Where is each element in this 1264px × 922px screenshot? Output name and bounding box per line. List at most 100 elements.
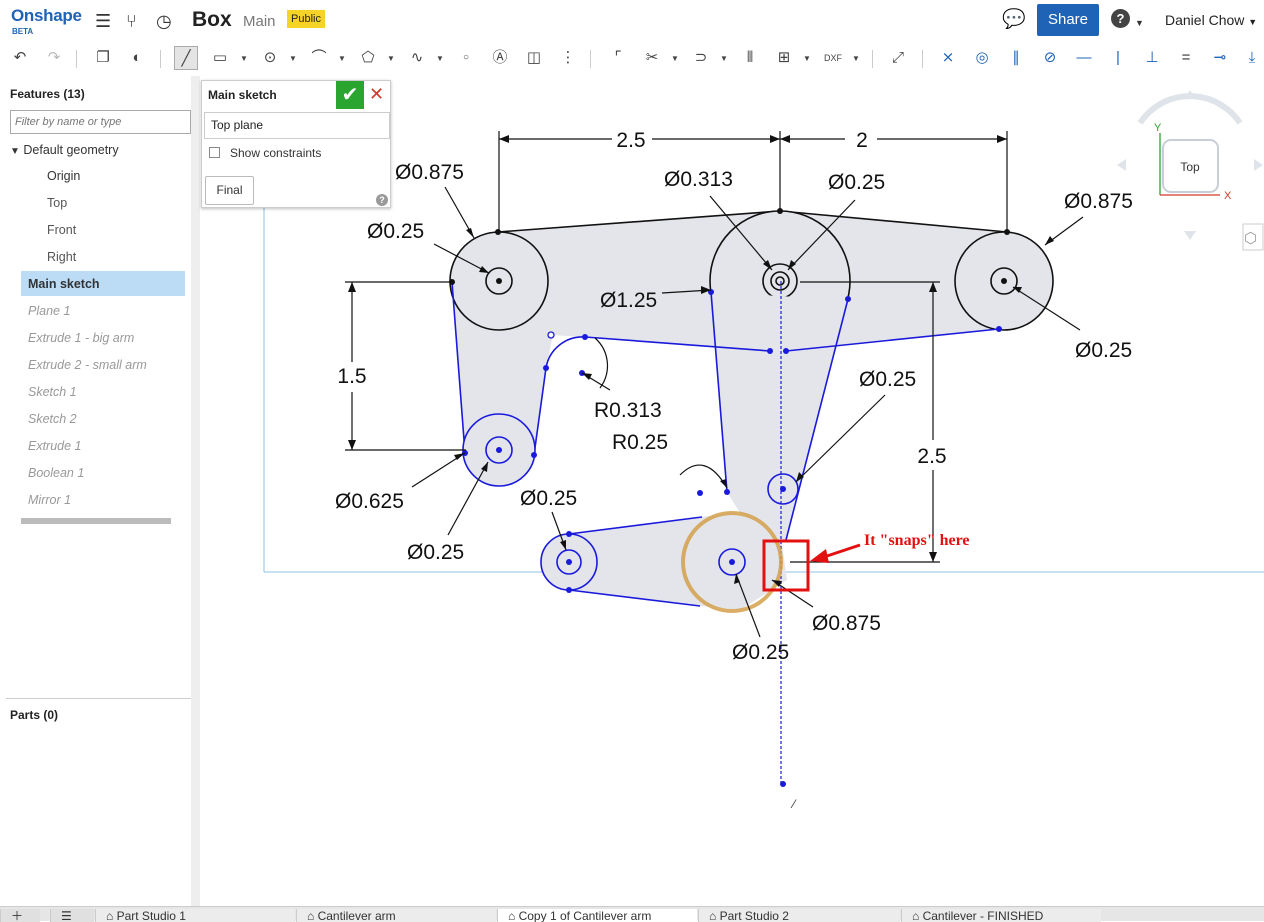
text-tool-icon[interactable]: Ⓐ: [492, 49, 508, 66]
arc-caret-icon[interactable]: ▼: [338, 54, 346, 63]
perpendicular-constraint-icon[interactable]: ⊥: [1145, 49, 1159, 66]
cancel-x-icon[interactable]: ✕: [369, 84, 385, 104]
redo-icon[interactable]: ↷: [47, 49, 61, 66]
tangent-constraint-icon[interactable]: ⊘: [1043, 49, 1057, 66]
rectangle-caret-icon[interactable]: ▼: [240, 54, 248, 63]
user-menu[interactable]: Daniel Chow ▼: [1165, 12, 1257, 28]
onshape-logo[interactable]: Onshape: [11, 6, 82, 25]
dim-right-inner-dia[interactable]: Ø0.25: [1075, 339, 1132, 362]
dim-center-inner-dia[interactable]: Ø0.25: [828, 171, 885, 194]
tree-item-plane-1[interactable]: Plane 1: [28, 304, 71, 318]
workspace-name[interactable]: Main: [243, 13, 276, 30]
tree-item-sketch-2[interactable]: Sketch 2: [28, 412, 77, 426]
trim-tool-icon[interactable]: ✂: [645, 49, 659, 66]
dim-right-vertical[interactable]: 2.5: [917, 445, 946, 468]
versions-branch-icon[interactable]: ⑂: [126, 11, 137, 31]
dim-mid-left-outer-dia[interactable]: Ø0.625: [335, 490, 404, 513]
dim-center-small-dia[interactable]: Ø0.313: [664, 168, 733, 191]
dimension-tool-icon[interactable]: ⤢: [891, 49, 904, 66]
tree-item-sketch-1[interactable]: Sketch 1: [28, 385, 77, 399]
spline-caret-icon[interactable]: ▼: [436, 54, 444, 63]
history-clock-icon[interactable]: ◷: [156, 11, 172, 31]
panel-scrollbar[interactable]: [191, 76, 200, 906]
midpoint-constraint-icon[interactable]: ⊸: [1213, 49, 1227, 66]
construction-tool-icon[interactable]: ⋮: [560, 49, 576, 66]
circle-tool-icon[interactable]: ⊙: [263, 49, 277, 66]
dim-mid-left-inner-dia[interactable]: Ø0.25: [407, 541, 464, 564]
sketch-points[interactable]: [462, 289, 1002, 787]
accept-checkmark-icon[interactable]: ✔: [336, 81, 364, 109]
fillet-tool-icon[interactable]: ⌜: [614, 49, 622, 66]
dim-top-right[interactable]: 2: [856, 129, 868, 152]
coincident-constraint-icon[interactable]: ⨯: [941, 49, 955, 66]
spline-tool-icon[interactable]: ∿: [410, 49, 424, 66]
show-constraints-checkbox[interactable]: [209, 147, 220, 158]
menu-icon[interactable]: ☰: [95, 11, 112, 31]
dim-left-vertical[interactable]: 1.5: [337, 365, 366, 388]
share-button[interactable]: Share: [1037, 4, 1099, 36]
final-button[interactable]: Final: [205, 176, 254, 205]
tree-item-origin[interactable]: Origin: [47, 169, 81, 183]
add-tab-icon[interactable]: ＋: [0, 909, 40, 922]
trim-caret-icon[interactable]: ▼: [671, 54, 679, 63]
dim-left-outer-dia[interactable]: Ø0.875: [395, 161, 464, 184]
dialog-help-icon[interactable]: ?: [376, 194, 388, 206]
view-cube-face[interactable]: Top: [1180, 160, 1200, 174]
dim-arc-lower-radius[interactable]: R0.25: [612, 431, 668, 454]
dim-mid-right-dia[interactable]: Ø0.25: [859, 368, 916, 391]
tab-list-icon[interactable]: ☰: [50, 909, 94, 922]
sketch-canvas[interactable]: 2.5 2 Ø0.875 Ø0.25 Ø0.313 Ø0.25 Ø0.875 Ø…: [202, 76, 1264, 906]
tree-item-right-plane[interactable]: Right: [47, 250, 77, 264]
polygon-tool-icon[interactable]: ⬠: [361, 49, 375, 66]
equal-constraint-icon[interactable]: =: [1181, 49, 1191, 66]
hovered-circle[interactable]: [681, 511, 783, 613]
line-tool-icon[interactable]: ╱: [174, 46, 198, 70]
rectangle-tool-icon[interactable]: ▭: [212, 49, 228, 66]
tab-copy-of-cantilever-arm[interactable]: ⌂ Copy 1 of Cantilever arm: [497, 909, 697, 922]
tab-cantilever-arm[interactable]: ⌂ Cantilever arm: [296, 909, 496, 922]
tree-item-front-plane[interactable]: Front: [47, 223, 77, 237]
sketch-copy-icon[interactable]: ❐: [96, 49, 110, 66]
dim-center-outer-dia[interactable]: Ø1.25: [600, 289, 657, 312]
point-tool-icon[interactable]: ○: [462, 52, 470, 63]
sketch-plane-field[interactable]: Top plane: [204, 112, 390, 139]
dim-bottom-left-dia[interactable]: Ø0.25: [520, 487, 577, 510]
polygon-caret-icon[interactable]: ▼: [387, 54, 395, 63]
concentric-constraint-icon[interactable]: ◎: [975, 49, 989, 66]
help-caret-icon[interactable]: ▼: [1135, 18, 1144, 28]
arc-tool-icon[interactable]: ⌒: [311, 49, 327, 66]
dxf-import-icon[interactable]: DXF: [824, 53, 842, 63]
mirror-tool-icon[interactable]: ⫴: [746, 49, 754, 66]
dim-arc-upper-radius[interactable]: R0.313: [594, 399, 662, 422]
tab-cantilever-finished[interactable]: ⌂ Cantilever - FINISHED: [901, 909, 1101, 922]
undo-icon[interactable]: ↶: [13, 49, 27, 66]
dim-bottom-right-inner-dia[interactable]: Ø0.25: [732, 641, 789, 664]
tree-item-boolean-1[interactable]: Boolean 1: [28, 466, 85, 480]
tree-item-extrude-small-arm[interactable]: Extrude 2 - small arm: [28, 358, 147, 372]
parallel-constraint-icon[interactable]: ∥: [1012, 49, 1020, 66]
tree-item-extrude-big-arm[interactable]: Extrude 1 - big arm: [28, 331, 135, 345]
horizontal-constraint-icon[interactable]: —: [1076, 49, 1092, 66]
tree-item-mirror-1[interactable]: Mirror 1: [28, 493, 72, 507]
tree-item-main-sketch[interactable]: Main sketch: [28, 277, 100, 291]
dxf-caret-icon[interactable]: ▼: [852, 54, 860, 63]
pattern-tool-icon[interactable]: ⊞: [777, 49, 791, 66]
feature-list-scrollbar[interactable]: [21, 518, 171, 524]
circle-caret-icon[interactable]: ▼: [289, 54, 297, 63]
view-options-cube-icon[interactable]: ⬡: [1244, 230, 1257, 247]
dim-bottom-right-outer-dia[interactable]: Ø0.875: [812, 612, 881, 635]
dimension-labels[interactable]: 2.5 2 Ø0.875 Ø0.25 Ø0.313 Ø0.25 Ø0.875 Ø…: [335, 129, 1133, 664]
vertical-constraint-icon[interactable]: |: [1116, 49, 1120, 66]
tree-item-extrude-1[interactable]: Extrude 1: [28, 439, 82, 453]
sketch-paste-icon[interactable]: ◐: [132, 49, 142, 66]
use-tool-icon[interactable]: ◫: [526, 49, 542, 66]
dim-top-left[interactable]: 2.5: [616, 129, 645, 152]
view-cube[interactable]: Top Y X ⬡: [1117, 90, 1264, 251]
tab-part-studio-2[interactable]: ⌂ Part Studio 2: [698, 909, 900, 922]
tree-item-top-plane[interactable]: Top: [47, 196, 68, 210]
dim-right-outer-dia[interactable]: Ø0.875: [1064, 190, 1133, 213]
document-title[interactable]: Box: [192, 8, 232, 31]
offset-tool-icon[interactable]: ⊃: [694, 49, 708, 66]
help-icon[interactable]: ?: [1111, 9, 1130, 28]
normal-constraint-icon[interactable]: ⤓: [1248, 49, 1256, 66]
